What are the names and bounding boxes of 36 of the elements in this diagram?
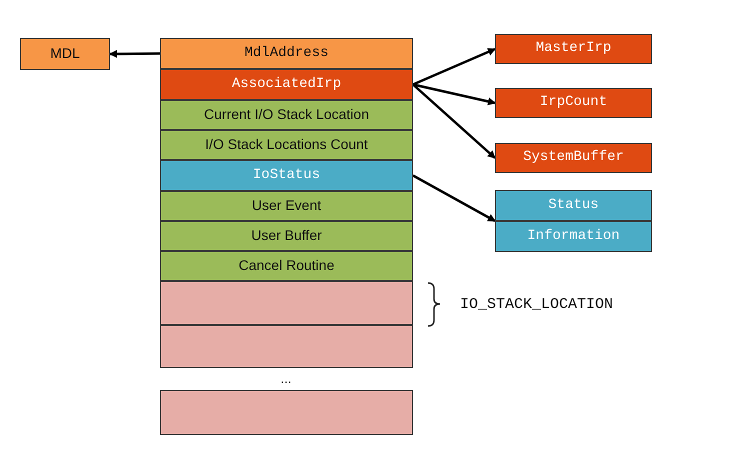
stack-location-row [160, 281, 413, 325]
field-name: SystemBuffer [523, 150, 624, 166]
field-name: Cancel Routine [238, 258, 334, 274]
field-box [495, 34, 652, 64]
arrow [412, 174, 496, 222]
field-name: MdlAddress [244, 46, 328, 62]
field-row [160, 221, 413, 251]
field-name: I/O Stack Locations Count [205, 137, 368, 153]
field-name: AssociatedIrp [232, 76, 342, 92]
type-label: IO_STACK_LOCATION [460, 294, 614, 314]
field-row [160, 38, 413, 69]
arrow [412, 84, 496, 159]
field-row [160, 251, 413, 281]
stack-location-row [160, 390, 413, 435]
arrow [109, 50, 160, 58]
field-row [160, 130, 413, 160]
field-name: MDL [50, 46, 80, 62]
field-name: Status [548, 198, 599, 214]
field-name: User Event [252, 198, 322, 214]
arrow [412, 83, 496, 106]
field-row [160, 100, 413, 130]
field-name: Current I/O Stack Location [204, 107, 369, 123]
ellipsis-label: ... [280, 370, 292, 386]
field-name: Information [527, 228, 620, 244]
field-name: User Buffer [251, 228, 322, 244]
field-name: MasterIrp [536, 41, 612, 57]
field-name: IoStatus [252, 168, 320, 184]
field-row [160, 191, 413, 221]
struct-box [20, 38, 110, 70]
field-row [160, 160, 413, 191]
field-box [495, 88, 652, 118]
field-box [495, 143, 652, 173]
field-row [160, 69, 413, 100]
stack-location-row [160, 325, 413, 368]
field-name: IrpCount [540, 95, 608, 111]
arrow [412, 48, 496, 86]
